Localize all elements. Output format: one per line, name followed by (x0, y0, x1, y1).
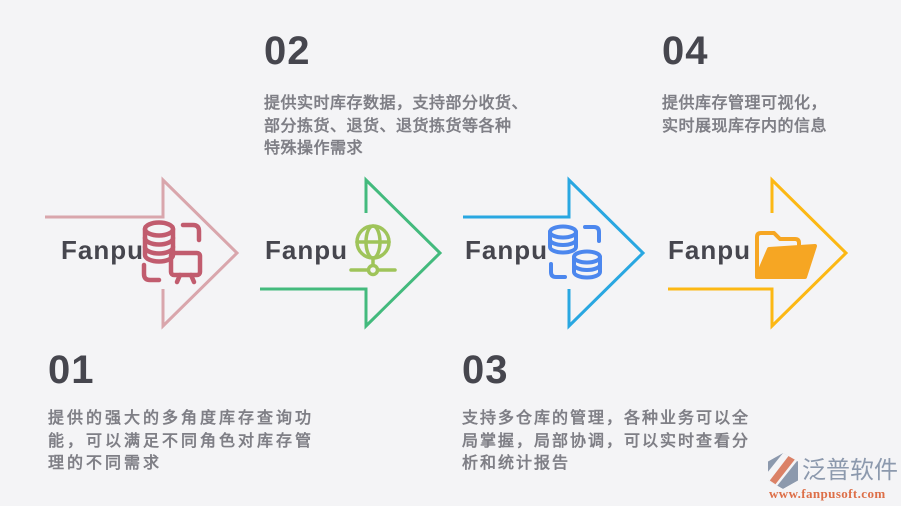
brand-label-4: Fanpu (668, 235, 751, 265)
step-number-03: 03 (462, 348, 509, 392)
step-description-03: 支持多仓库的管理，各种业务可以全 局掌握，局部协调，可以实时查看分 析和统计报告 (462, 410, 751, 472)
step-number-01: 01 (48, 348, 95, 392)
step-description-02: 提供实时库存数据，支持部分收货、 部分拣货、退货、退货拣货等各种 特殊操作需求 (264, 95, 529, 157)
step-number-04: 04 (662, 29, 709, 73)
step-block-02: 02 提供实时库存数据，支持部分收货、 部分拣货、退货、退货拣货等各种 特殊操作… (264, 29, 564, 157)
step-description-04: 提供库存管理可视化， 实时展现库存内的信息 (662, 95, 828, 135)
logo-website-url[interactable]: www.fanpusoft.com (769, 486, 886, 501)
database-sync-icon (548, 224, 602, 280)
step-block-01: 01 提供的强大的多角度库存查询功 能，可以满足不同角色对库存管 理的不同需求 (48, 348, 348, 472)
step-arrow-2 (260, 176, 443, 330)
logo-row: 泛普软件 (766, 452, 898, 490)
step-arrow-1 (45, 176, 240, 330)
brand-label-2: Fanpu (265, 235, 348, 265)
fanpu-logo[interactable]: 泛普软件 www.fanpusoft.com (766, 452, 898, 502)
step-arrow-4 (668, 176, 849, 330)
step-arrow-3 (463, 176, 646, 330)
step-description-01: 提供的强大的多角度库存查询功 能，可以满足不同角色对库存管 理的不同需求 (48, 410, 315, 472)
step-block-03: 03 支持多仓库的管理，各种业务可以全 局掌握，局部协调，可以实时查看分 析和统… (462, 348, 772, 472)
database-display-icon (141, 220, 203, 285)
globe-network-icon (349, 224, 397, 277)
step-block-04: 04 提供库存管理可视化， 实时展现库存内的信息 (662, 29, 901, 135)
brand-label-1: Fanpu (61, 235, 144, 265)
logo-company-name: 泛普软件 (802, 458, 898, 484)
fanpu-logo-mark-icon (767, 453, 799, 489)
step-number-02: 02 (264, 29, 311, 73)
brand-label-3: Fanpu (465, 235, 548, 265)
open-folder-icon (755, 231, 817, 279)
